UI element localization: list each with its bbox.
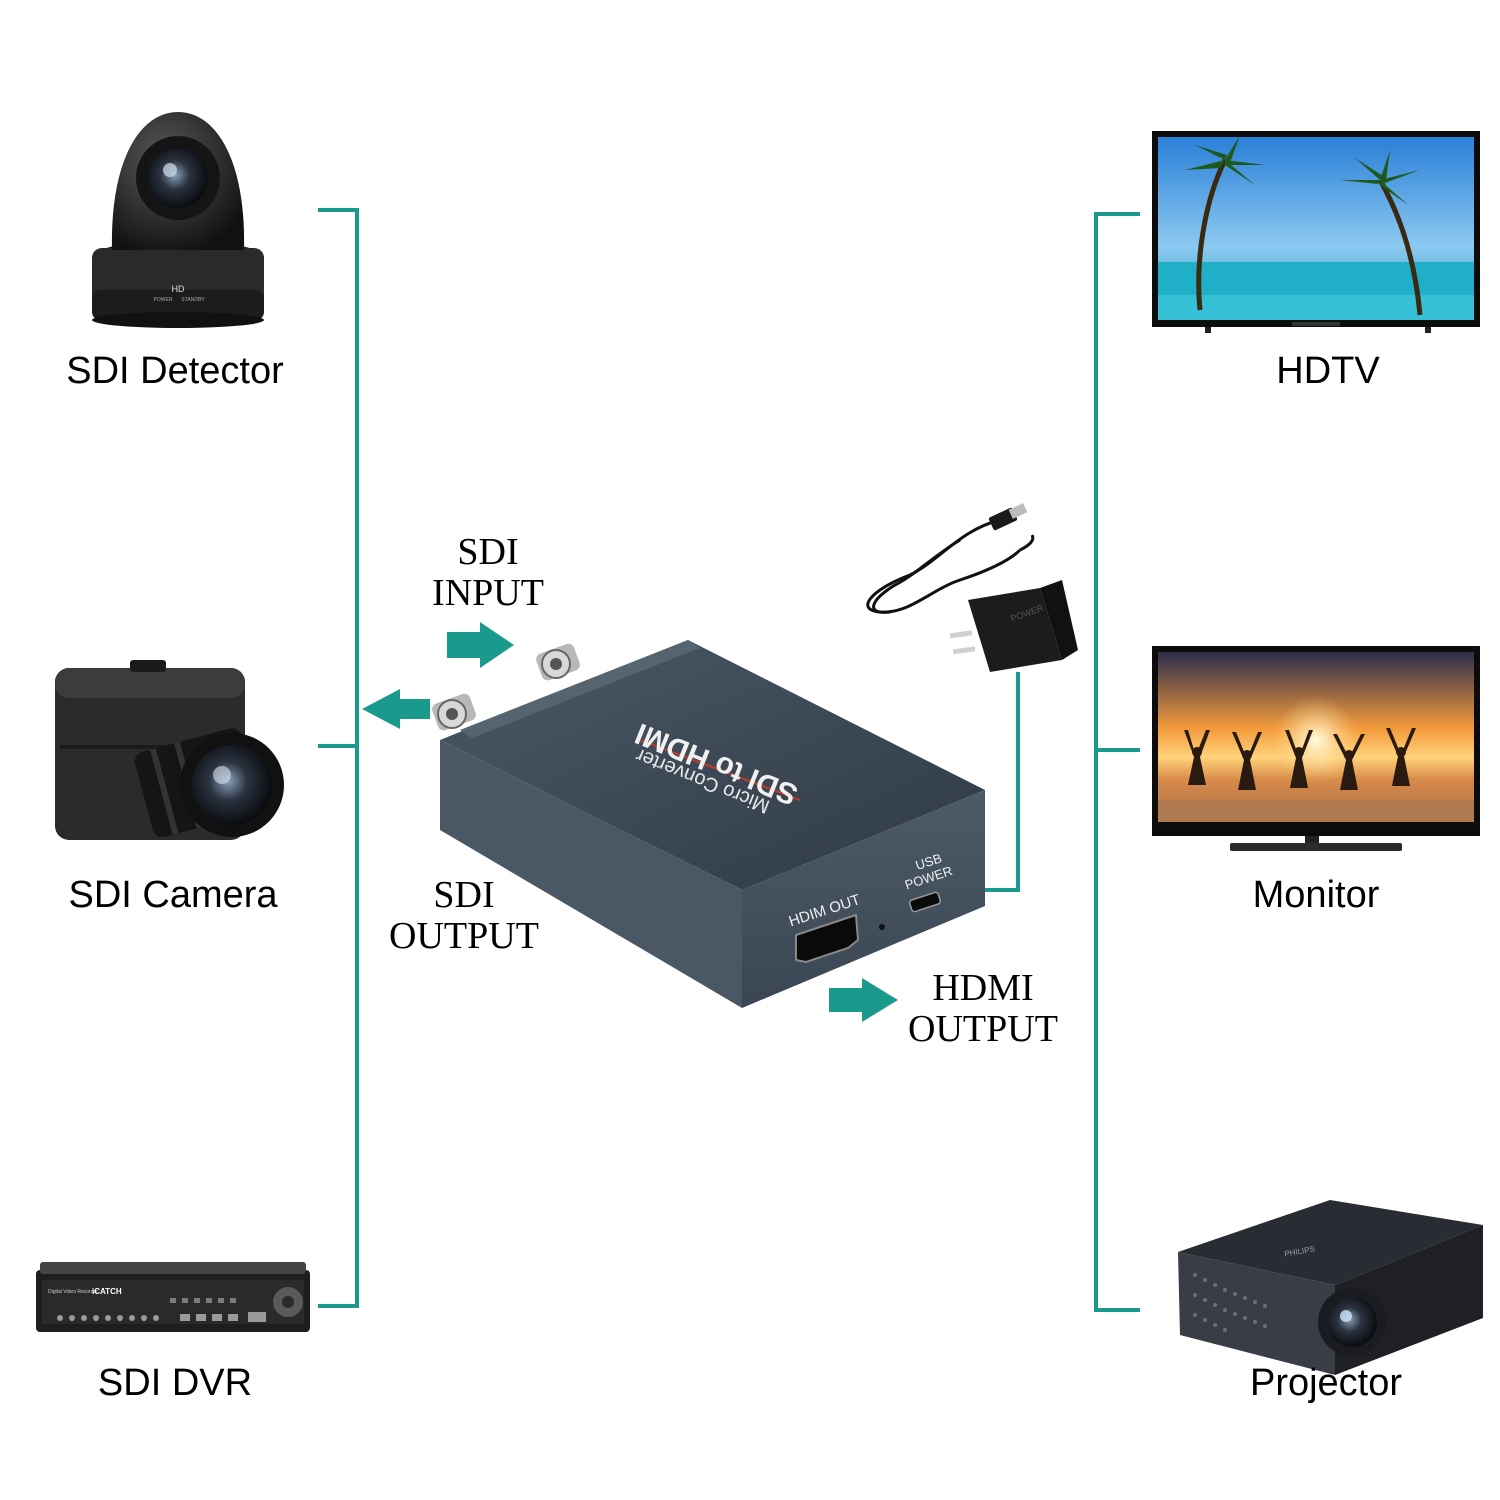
- hdmi-port: [795, 913, 860, 964]
- dvr-brand: iCATCH: [92, 1287, 122, 1296]
- usb-plug-icon: [988, 503, 1028, 531]
- sdi-input-line2: INPUT: [432, 572, 544, 614]
- left-connector-bracket: [318, 208, 359, 1308]
- usb-cable-image: [866, 518, 1035, 614]
- sdi-camera-image: [55, 660, 284, 840]
- detector-led-right: STANDBY: [181, 297, 205, 303]
- power-adapter-image: POWER: [949, 580, 1078, 672]
- sdi-output-line2: OUTPUT: [389, 915, 539, 957]
- sdi-to-hdmi-converter-image: SDI to HDMI Micro Converter HDIM OUT USB…: [432, 640, 985, 1008]
- sdi-output-connector: [432, 693, 476, 731]
- hdmi-output-line2: OUTPUT: [908, 1008, 1058, 1050]
- label-hdtv: HDTV: [1276, 350, 1380, 392]
- hdmi-output-arrow: [829, 978, 898, 1022]
- label-monitor: Monitor: [1252, 874, 1380, 916]
- sdi-output-line1: SDI: [433, 874, 495, 916]
- right-connector-bracket: [946, 212, 1140, 1312]
- sdi-input-line1: SDI: [457, 531, 519, 573]
- label-sdi-camera: SDI Camera: [68, 874, 278, 916]
- sdi-input-connector: [536, 643, 580, 681]
- dvr-front-title: Digital Video Recorder: [48, 1289, 98, 1295]
- hdmi-output-line1: HDMI: [932, 967, 1034, 1009]
- detector-badge: HD: [172, 284, 185, 294]
- label-sdi-input: SDI INPUT: [398, 532, 578, 614]
- projector-image: PHILIPS: [1178, 1200, 1483, 1375]
- hdtv-image: [1152, 131, 1480, 333]
- monitor-image: [1152, 646, 1480, 851]
- label-sdi-detector: SDI Detector: [66, 350, 284, 392]
- label-sdi-dvr: SDI DVR: [97, 1362, 253, 1404]
- label-projector: Projector: [1249, 1362, 1403, 1404]
- detector-led-left: POWER: [154, 297, 173, 303]
- label-hdmi-output: HDMI OUTPUT: [883, 968, 1083, 1050]
- sdi-detector-image: HD POWER STANDBY: [92, 112, 264, 328]
- label-sdi-output: SDI OUTPUT: [364, 875, 564, 957]
- usb-power-port: [908, 891, 942, 913]
- sdi-output-arrow: [362, 689, 430, 729]
- sdi-input-arrow: [447, 622, 514, 668]
- sdi-dvr-image: Digital Video Recorder iCATCH: [36, 1262, 310, 1332]
